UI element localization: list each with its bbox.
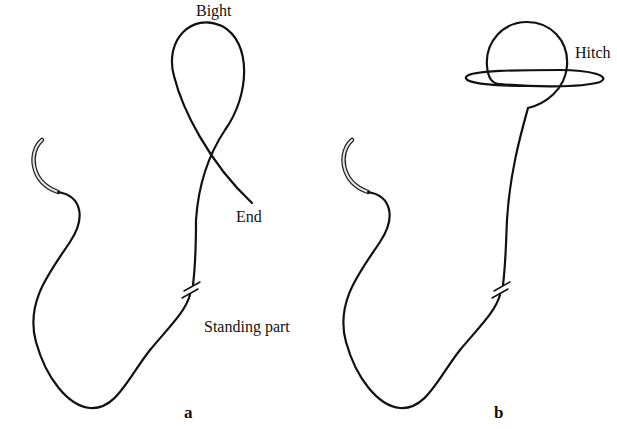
needle <box>34 140 58 192</box>
needle-highlight <box>34 140 58 192</box>
needle-highlight <box>344 140 368 192</box>
panel-letter: a <box>184 404 193 423</box>
part-name: Bight <box>196 2 232 20</box>
part-name: Hitch <box>575 44 611 62</box>
break-mark <box>184 282 200 291</box>
part-name: End <box>236 208 262 226</box>
thread-standing-part <box>343 192 500 408</box>
thread-bight <box>172 22 252 285</box>
panel-letter: b <box>494 404 503 423</box>
thread-hitch-loop <box>487 22 567 108</box>
thread-standing-part <box>33 192 190 408</box>
part-name: Standing part <box>204 318 290 336</box>
thread-standing-part <box>503 108 528 285</box>
needle <box>344 140 368 192</box>
thread-hitch-wrap <box>466 70 604 86</box>
break-mark <box>494 282 510 291</box>
